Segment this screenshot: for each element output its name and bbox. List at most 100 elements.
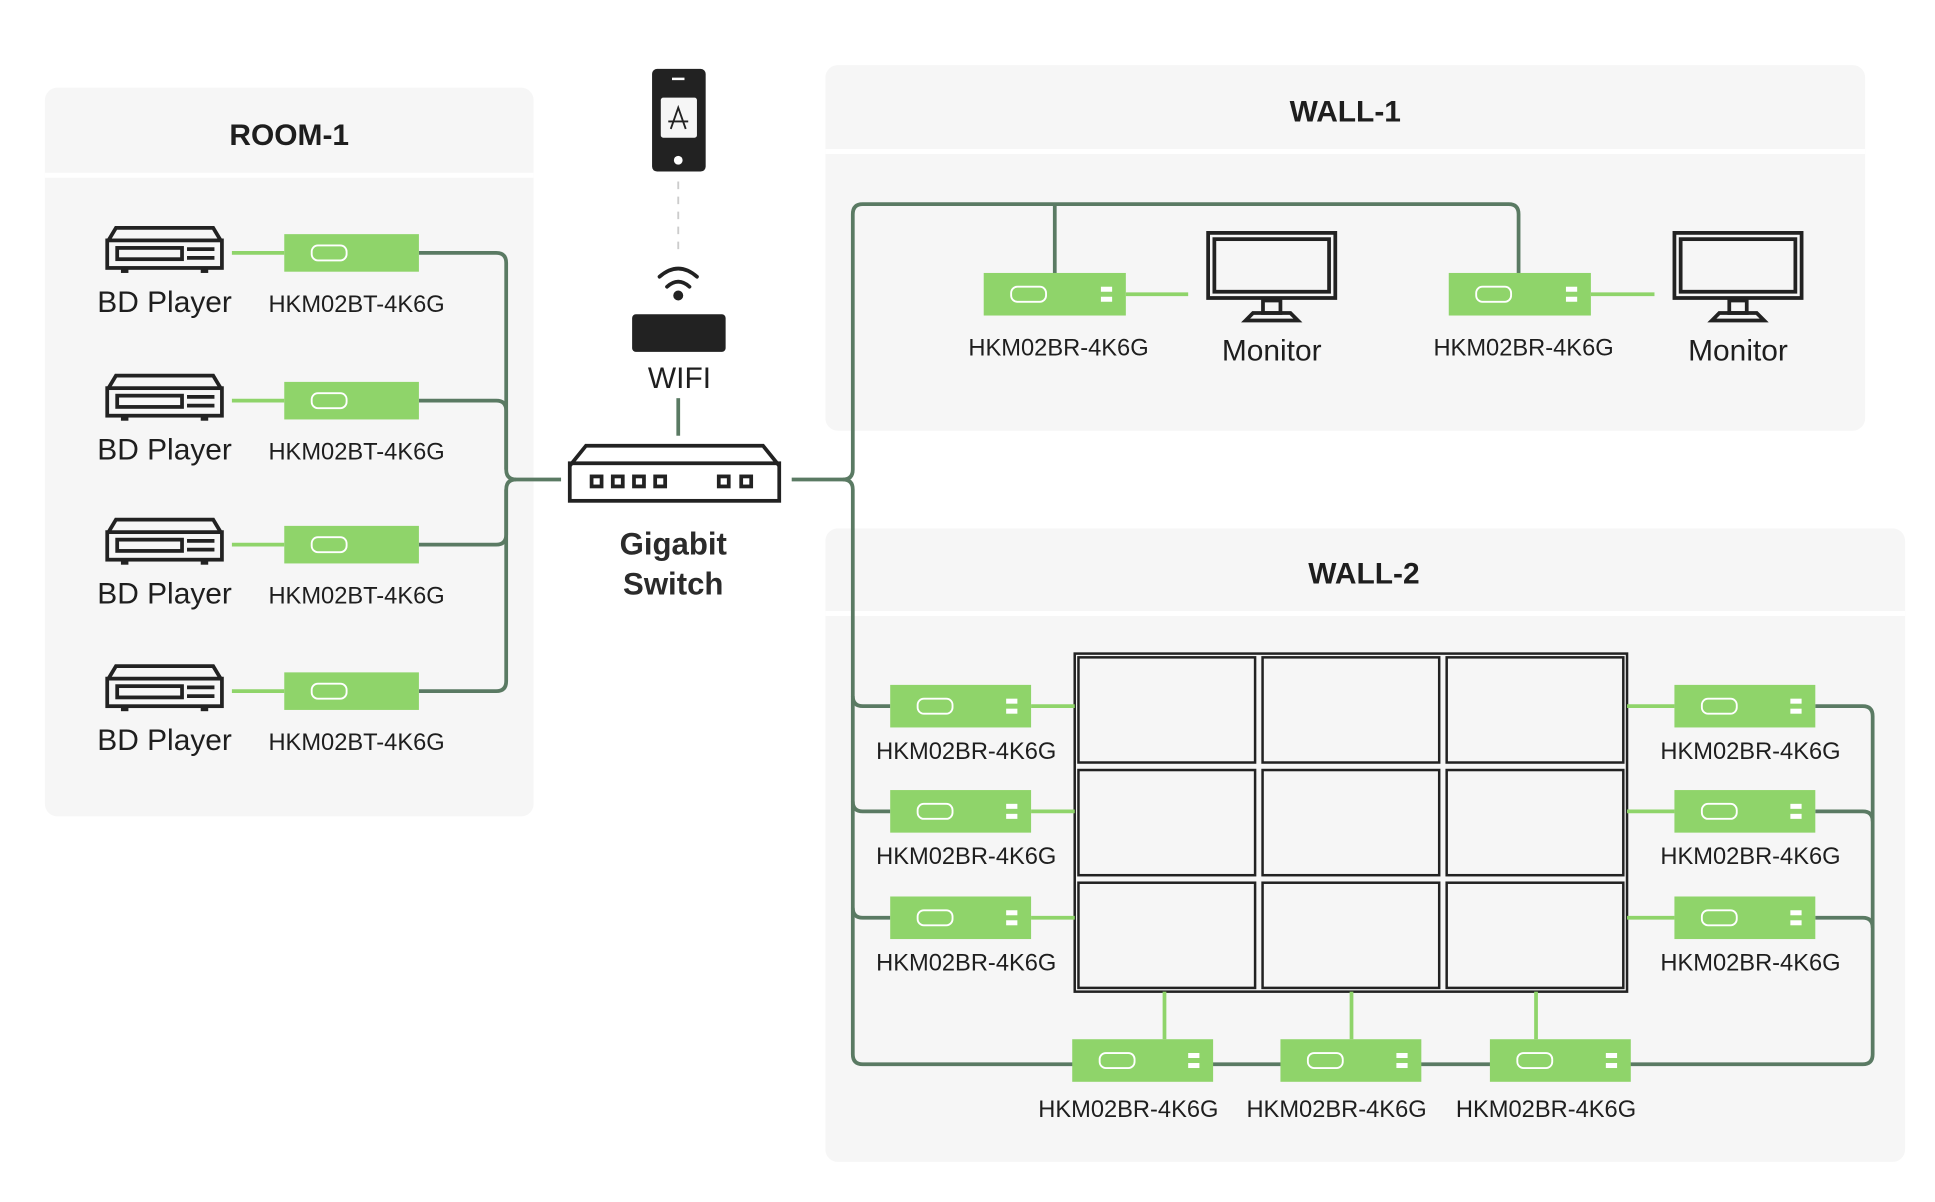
port-icon xyxy=(916,909,954,927)
monitor-icon xyxy=(1206,231,1338,323)
receiver-label: HKM02BR-4K6G xyxy=(1660,739,1840,765)
wall2-title: WALL-2 xyxy=(1308,557,1419,590)
port-icon xyxy=(1306,1052,1344,1069)
wall2-left-receiver: HKM02BR-4K6G xyxy=(876,896,1075,976)
wall2-bottom-receiver: HKM02BR-4K6G xyxy=(1456,991,1636,1123)
bd-player-icon xyxy=(105,226,224,273)
wall1-panel: WALL-1 xyxy=(825,65,1866,431)
receiver-box xyxy=(1674,684,1816,728)
room1-title: ROOM-1 xyxy=(229,119,349,152)
port-icon xyxy=(916,697,954,715)
receiver-box xyxy=(1674,896,1816,940)
wall1-row: HKM02BR-4K6G Monitor xyxy=(968,231,1338,368)
status-led-icon xyxy=(1790,910,1802,916)
receiver-label: HKM02BR-4K6G xyxy=(1246,1097,1426,1123)
video-wall-screen xyxy=(1445,881,1625,990)
receiver-label: HKM02BR-4K6G xyxy=(876,950,1056,976)
video-wall-screen xyxy=(1077,768,1257,877)
port-icon xyxy=(1010,285,1047,303)
status-led-icon xyxy=(1006,920,1018,926)
status-led-icon xyxy=(1396,1063,1408,1069)
transmitter-box xyxy=(284,234,419,272)
wall2-right-receiver: HKM02BR-4K6G xyxy=(1627,896,1841,976)
status-led-icon xyxy=(1006,708,1018,714)
transmitter-label: HKM02BT-4K6G xyxy=(268,292,444,318)
receiver-box xyxy=(890,684,1032,728)
receiver-label: HKM02BR-4K6G xyxy=(1660,844,1840,870)
bd-player-label: BD Player xyxy=(97,577,232,610)
port-icon xyxy=(310,682,348,700)
transmitter-label: HKM02BT-4K6G xyxy=(268,730,444,756)
receiver-label: HKM02BR-4K6G xyxy=(876,739,1056,765)
room1-network-lines xyxy=(418,251,562,694)
transmitter-box xyxy=(284,672,419,710)
port-icon xyxy=(1700,697,1738,715)
wall2-bottom-receiver: HKM02BR-4K6G xyxy=(1038,991,1218,1123)
monitor-icon xyxy=(1672,231,1804,323)
port-icon xyxy=(310,536,348,554)
wifi-router-icon xyxy=(632,266,726,352)
receiver-box xyxy=(1489,1039,1631,1082)
wall-network-lines xyxy=(791,202,1875,1067)
status-led-icon xyxy=(1100,296,1113,302)
receiver-label: HKM02BR-4K6G xyxy=(968,336,1148,362)
status-led-icon xyxy=(1790,698,1802,704)
status-led-icon xyxy=(1188,1063,1200,1069)
wall2-left-receiver: HKM02BR-4K6G xyxy=(876,684,1075,765)
port-icon xyxy=(1098,1052,1136,1069)
bd-player-icon xyxy=(105,664,224,712)
switch-label-line2: Switch xyxy=(623,567,723,602)
wall2-bottom-receiver: HKM02BR-4K6G xyxy=(1246,991,1427,1123)
bd-player-icon xyxy=(105,373,224,421)
video-wall-screen xyxy=(1261,881,1441,990)
receiver-box xyxy=(1674,790,1816,833)
receiver-box xyxy=(1448,272,1591,316)
port-icon xyxy=(916,802,954,820)
video-wall-screen xyxy=(1261,768,1441,877)
wifi-label: WIFI xyxy=(648,362,711,395)
receiver-label: HKM02BR-4K6G xyxy=(876,844,1056,870)
status-led-icon xyxy=(1396,1053,1408,1059)
bd-player-label: BD Player xyxy=(97,286,232,319)
phone-app-store-icon[interactable] xyxy=(652,68,706,172)
status-led-icon xyxy=(1790,708,1802,714)
video-wall-screen xyxy=(1261,656,1441,764)
transmitter-label: HKM02BT-4K6G xyxy=(268,583,444,609)
gigabit-switch-icon xyxy=(567,443,782,503)
port-icon xyxy=(310,244,348,262)
port-icon xyxy=(1475,285,1513,303)
status-led-icon xyxy=(1790,813,1802,819)
status-led-icon xyxy=(1565,286,1578,292)
transmitter-label: HKM02BT-4K6G xyxy=(268,439,444,465)
receiver-box xyxy=(983,272,1126,316)
receiver-label: HKM02BR-4K6G xyxy=(1038,1097,1218,1123)
status-led-icon xyxy=(1188,1053,1200,1059)
receiver-box xyxy=(890,896,1032,940)
video-wall-screen xyxy=(1077,881,1257,990)
monitor-label: Monitor xyxy=(1222,335,1322,368)
status-led-icon xyxy=(1565,296,1578,302)
port-icon xyxy=(310,392,348,410)
receiver-box xyxy=(1280,1039,1422,1082)
status-led-icon xyxy=(1605,1053,1618,1059)
transmitter-box xyxy=(284,381,419,420)
port-icon xyxy=(1700,802,1738,820)
status-led-icon xyxy=(1100,286,1113,292)
status-led-icon xyxy=(1006,803,1018,809)
receiver-box xyxy=(1072,1039,1214,1082)
transmitter-box xyxy=(284,525,419,564)
switch-label-line1: Gigabit xyxy=(620,527,728,562)
wall2-right-receiver: HKM02BR-4K6G xyxy=(1627,790,1841,870)
bd-player-icon xyxy=(105,517,224,565)
room1-row: BD Player HKM02BT-4K6G xyxy=(97,226,445,319)
port-icon xyxy=(1516,1052,1554,1069)
bd-player-label: BD Player xyxy=(97,724,232,757)
room1-row: BD Player HKM02BT-4K6G xyxy=(97,664,445,757)
wall2-right-receiver: HKM02BR-4K6G xyxy=(1627,684,1841,765)
status-led-icon xyxy=(1006,910,1018,916)
receiver-label: HKM02BR-4K6G xyxy=(1456,1097,1636,1123)
receiver-label: HKM02BR-4K6G xyxy=(1660,950,1840,976)
